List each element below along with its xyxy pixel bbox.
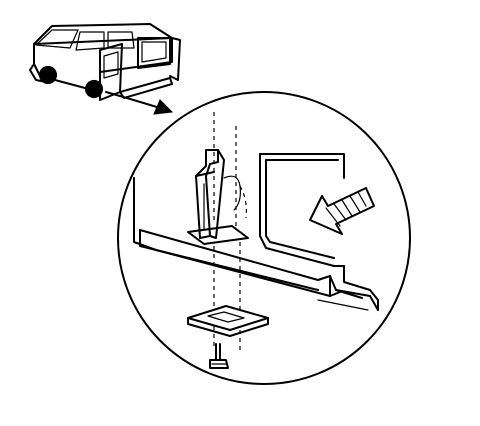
spare-tire-hoist-detail xyxy=(133,112,379,369)
detail-circle xyxy=(117,91,411,385)
hatched-arrow-icon xyxy=(309,187,375,235)
curved-arrow-icon xyxy=(105,91,161,109)
van-illustration xyxy=(29,23,181,115)
